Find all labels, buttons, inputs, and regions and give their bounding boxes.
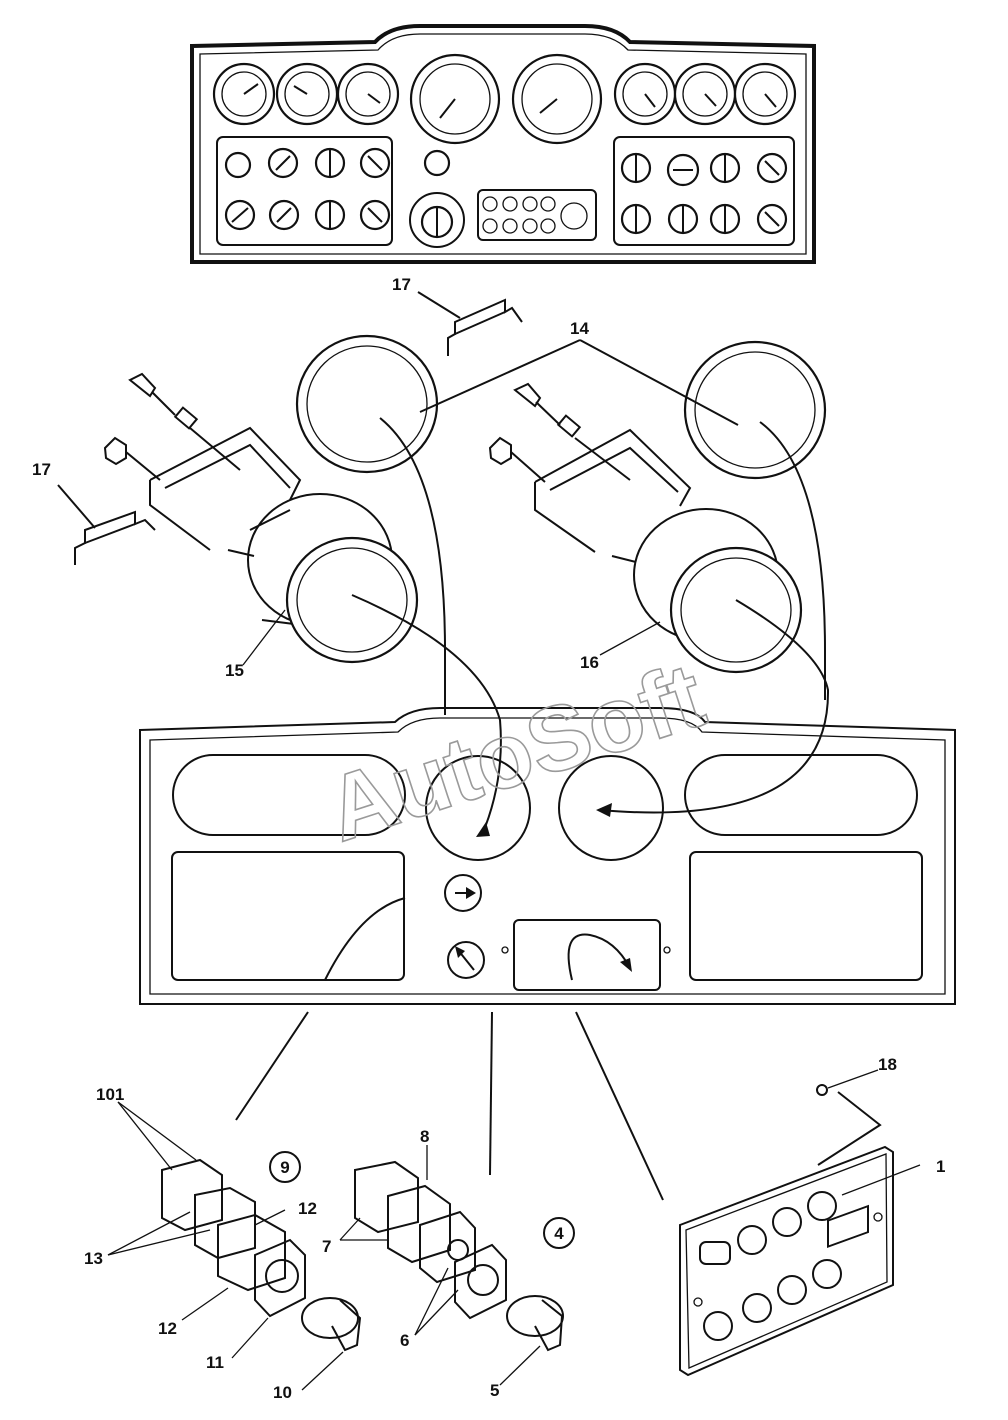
small-gauge-right-2	[673, 62, 737, 126]
small-gauge-right-1	[613, 62, 677, 126]
callout-4: 4	[554, 1224, 564, 1243]
callout-10: 10	[273, 1383, 292, 1402]
leader-arrow-right-gauge-front	[599, 599, 830, 814]
circled-callout-9: 9	[269, 1151, 301, 1183]
small-gauge-left-1	[212, 62, 276, 126]
callout-5: 5	[490, 1381, 499, 1400]
callout-15: 15	[225, 661, 244, 680]
leader-to-plate-1	[575, 1011, 664, 1201]
right-switch-knobs	[620, 152, 788, 235]
callout-16: 16	[580, 653, 599, 672]
callout-1: 1	[936, 1157, 945, 1176]
leader-arrow-right-gauge	[759, 421, 826, 700]
callout-labels: 17 14 17 15 16 18 101 8 1 12 7 13 12 11 …	[32, 275, 945, 1402]
connector-17-left	[57, 484, 156, 565]
arrowhead-left	[476, 822, 490, 837]
gauge-cover-left	[295, 334, 439, 474]
leader-arrow-left-gauge	[379, 417, 446, 715]
watermark: AutoSoft	[315, 644, 716, 861]
small-gauge-left-3	[336, 62, 400, 126]
connector-17-top	[417, 291, 523, 356]
callout-6: 6	[400, 1331, 409, 1350]
callout-13: 13	[84, 1249, 103, 1268]
callout-12-lower: 12	[158, 1319, 177, 1338]
panel-housing	[139, 707, 956, 1005]
leader-arrow-left-gauge-front	[351, 594, 502, 836]
leader-to-switch-4	[489, 1011, 493, 1176]
callout-12-upper: 12	[298, 1199, 317, 1218]
small-gauge-left-2	[275, 62, 339, 126]
callout-18: 18	[878, 1055, 897, 1074]
leader-to-switch-9	[235, 1011, 309, 1121]
switch-plate-1	[679, 1084, 894, 1377]
leader-14-right	[579, 339, 739, 426]
callout-9: 9	[280, 1158, 289, 1177]
large-gauge-tachometer	[409, 53, 501, 145]
callout-leaders	[107, 609, 921, 1391]
gauge-assembly-left	[103, 372, 419, 664]
callout-17-left: 17	[32, 460, 51, 479]
callout-17-top: 17	[392, 275, 411, 294]
callout-14: 14	[570, 319, 589, 338]
callout-11: 11	[206, 1353, 224, 1372]
switch-assembly-4	[354, 1160, 564, 1352]
gauge-assembly-right	[488, 382, 803, 674]
ignition-switch	[409, 149, 465, 248]
callout-101: 101	[96, 1085, 124, 1104]
gauge-cover-right	[683, 340, 827, 480]
leader-14-left	[419, 339, 581, 413]
assembled-instrument-panel	[190, 24, 816, 264]
small-gauge-right-3	[733, 62, 797, 126]
warning-lamp-block	[477, 189, 597, 241]
arrowhead-right	[596, 803, 612, 817]
switch-assembly-9	[161, 1158, 362, 1352]
callout-8: 8	[420, 1127, 429, 1146]
large-gauge-speedometer	[511, 53, 603, 145]
callout-7: 7	[322, 1237, 331, 1256]
circled-callout-4: 4	[543, 1217, 575, 1249]
left-switch-knobs	[224, 147, 391, 231]
